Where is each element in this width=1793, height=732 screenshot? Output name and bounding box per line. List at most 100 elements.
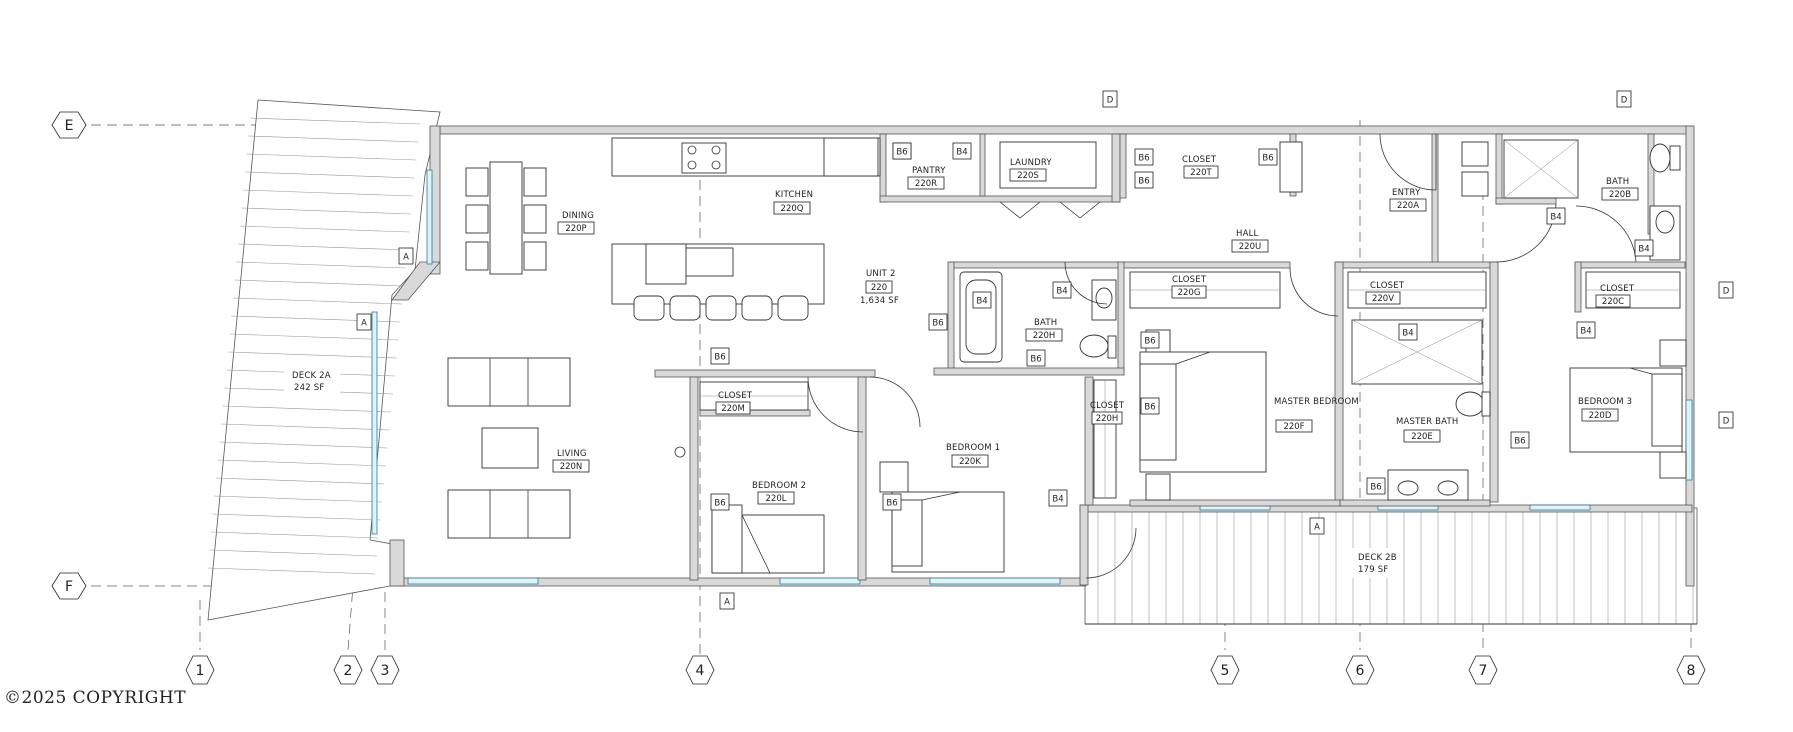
detail-marker-b6: B6 — [1144, 403, 1155, 413]
deck-2a-area: 242 SF — [294, 383, 324, 393]
detail-marker-box — [1718, 281, 1734, 299]
detail-marker-box — [882, 493, 902, 511]
detail-marker-b4: B4 — [1402, 329, 1413, 339]
detail-marker-box — [952, 142, 972, 160]
grid-col-7: 7 — [1479, 663, 1488, 679]
master-bath-fixtures — [1351, 319, 1491, 501]
detail-marker-b6: B6 — [1262, 154, 1273, 164]
room-name-bedroom-2: BEDROOM 2 — [752, 481, 806, 491]
room-name-kitchen: KITCHEN — [775, 190, 813, 200]
detail-marker-box — [928, 313, 948, 331]
deck-2a-hatch-line — [210, 531, 379, 539]
detail-marker-box — [398, 247, 414, 265]
room-tag-bedroom-2: 220L — [766, 494, 787, 504]
grid-row-f: F — [65, 579, 73, 595]
detail-marker-box — [1102, 90, 1118, 108]
room-labels: KITCHEN 220Q DINING 220P LIVING 220N PAN… — [552, 155, 1639, 505]
detail-marker-box — [1398, 323, 1418, 341]
room-name-closet-220v: CLOSET — [1370, 281, 1405, 291]
deck-2a-hatch-line — [243, 189, 413, 197]
master-bedroom-furniture — [1139, 329, 1267, 501]
detail-marker-b4: B4 — [1580, 327, 1591, 337]
deck-2a-hatch-line — [236, 261, 406, 269]
room-tag-dining: 220P — [565, 224, 586, 234]
detail-marker-box — [1309, 517, 1325, 535]
detail-marker-d: D — [1723, 417, 1730, 427]
detail-marker-box — [1134, 171, 1154, 189]
detail-marker-a: A — [403, 253, 409, 263]
room-tag-bath-220h: 220H — [1033, 331, 1056, 341]
detail-marker-b6: B6 — [1370, 483, 1381, 493]
detail-marker-a: A — [361, 319, 367, 329]
deck-2a-hatch-line — [244, 171, 415, 179]
grid-row-e: E — [65, 118, 74, 134]
unit-number: 220 — [871, 283, 887, 293]
detail-marker-box — [1634, 239, 1654, 257]
grid-col-8: 8 — [1687, 663, 1696, 679]
bath-220h-fixtures — [959, 261, 1117, 363]
detail-marker-b4: B4 — [956, 148, 967, 158]
deck-2a-hatch-line — [212, 513, 381, 521]
detail-marker-b6: B6 — [1144, 337, 1155, 347]
interior-walls — [654, 133, 1686, 581]
windows — [371, 169, 1693, 585]
room-tag-bedroom-1: 220K — [959, 457, 981, 467]
detail-marker-b4: B4 — [1550, 213, 1561, 223]
grid-col-6: 6 — [1356, 663, 1365, 679]
room-tag-bath-220b: 220B — [1609, 190, 1631, 200]
room-name-closet-220h-bedroom: CLOSET — [1090, 401, 1125, 411]
detail-marker-b6: B6 — [714, 353, 725, 363]
bedroom-3-furniture — [1569, 339, 1687, 479]
detail-marker-b6: B6 — [1138, 154, 1149, 164]
room-name-closet-220g: CLOSET — [1172, 275, 1207, 285]
hall-closets — [1129, 267, 1681, 317]
room-tag-closet-220g: 220G — [1178, 288, 1201, 298]
detail-marker-b4: B4 — [976, 297, 987, 307]
room-tag-closet-220m: 220M — [721, 404, 745, 414]
detail-marker-box — [1546, 207, 1566, 225]
deck-2a-hatch-line — [222, 405, 392, 413]
detail-marker-box — [719, 592, 735, 610]
bath-220b-fixtures — [1503, 139, 1681, 263]
room-name-bedroom-1: BEDROOM 1 — [946, 443, 1000, 453]
deck-2a-hatch-line — [227, 351, 397, 359]
kitchen-counters — [611, 137, 881, 321]
deck-labels: DECK 2A 242 SF DECK 2B 179 SF — [284, 364, 1402, 578]
grid-col-5: 5 — [1221, 663, 1230, 679]
grid-bubbles: E F 1 2 3 4 5 6 7 8 — [51, 111, 1706, 685]
grid-col-3: 3 — [381, 663, 390, 679]
detail-marker-box — [1052, 281, 1072, 299]
entry-fixtures — [1379, 133, 1557, 263]
room-name-closet-220m: CLOSET — [718, 391, 753, 401]
deck-2a-hatch-line — [214, 495, 383, 503]
detail-marker-box — [1140, 331, 1160, 349]
detail-marker-b6: B6 — [714, 499, 725, 509]
room-name-laundry: LAUNDRY — [1010, 158, 1052, 168]
detail-marker-b4: B4 — [1056, 287, 1067, 297]
deck-2a-hatch-line — [246, 153, 417, 161]
detail-marker-d: D — [1723, 287, 1730, 297]
room-name-master-bath: MASTER BATH — [1396, 417, 1459, 427]
detail-marker-box — [1510, 431, 1530, 449]
room-tag-bedroom-3: 220D — [1589, 411, 1612, 421]
room-tag-living: 220N — [560, 462, 583, 472]
deck-2a-hatch-line — [229, 333, 399, 341]
room-tag-hall: 220U — [1239, 242, 1261, 252]
room-tag-master-bedroom: 220F — [1283, 422, 1304, 432]
deck-2a-hatch-line — [207, 567, 376, 575]
detail-marker-box — [1366, 477, 1386, 495]
deck-2a-hatch-line — [238, 243, 408, 251]
room-name-entry: ENTRY — [1392, 188, 1421, 198]
closet-220h-bedroom — [1085, 379, 1137, 579]
detail-marker-box — [1576, 321, 1596, 339]
detail-marker-box — [1134, 148, 1154, 166]
deck-2a-hatch-line — [234, 279, 404, 287]
detail-marker-box — [1026, 349, 1046, 367]
living-furniture — [447, 357, 571, 539]
detail-marker-box — [710, 347, 730, 365]
grid-col-2: 2 — [344, 663, 353, 679]
room-tag-pantry: 220R — [915, 179, 937, 189]
deck-2a — [207, 99, 441, 621]
deck-2a-hatch-line — [241, 207, 412, 215]
